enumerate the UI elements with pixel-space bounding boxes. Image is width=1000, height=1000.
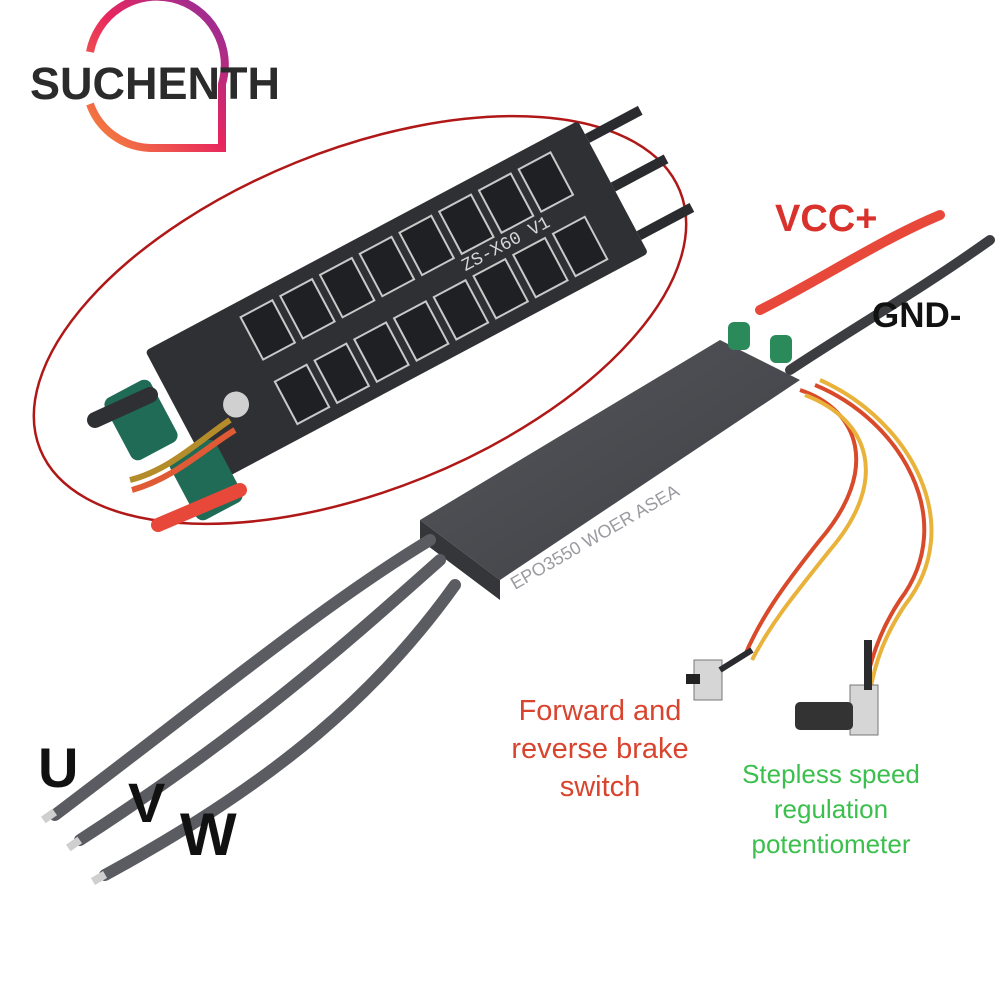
brake-switch <box>686 647 754 701</box>
vcc-label: VCC+ <box>775 198 878 240</box>
phase-w-label: W <box>180 801 237 868</box>
esc-case: EPO3550 WOER ASEA <box>420 322 800 600</box>
speed-potentiometer <box>795 640 879 736</box>
capacitors <box>87 379 247 532</box>
potentiometer-label: Stepless speed regulation potentiometer <box>742 759 920 859</box>
motor-phase-wires <box>49 534 461 881</box>
phase-v-label: V <box>128 771 166 834</box>
brake-switch-label: Forward and reverse brake switch <box>511 695 689 803</box>
pcb-board: ZS-X60 V1 <box>146 105 695 482</box>
vcc-wire <box>755 210 945 315</box>
brand-logo-text: SUCHENTH <box>30 58 281 109</box>
gnd-label: GND- <box>872 296 962 335</box>
brand-logo-mark <box>86 0 229 152</box>
highlight-ellipse <box>32 114 688 526</box>
phase-u-label: U <box>38 736 79 799</box>
gnd-wire <box>785 235 995 375</box>
